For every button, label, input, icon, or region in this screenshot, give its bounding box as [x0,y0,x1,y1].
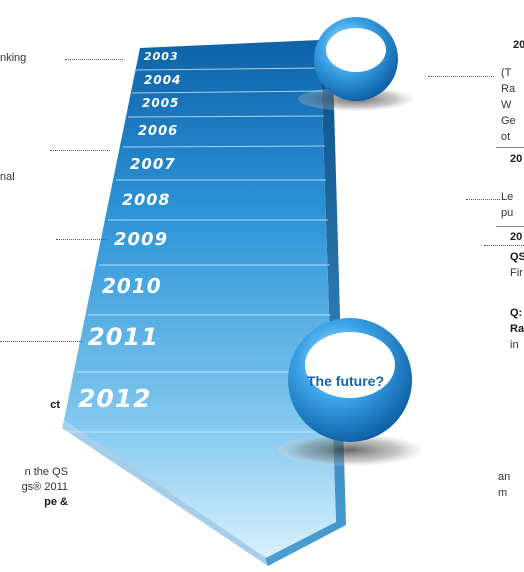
right-line-2b: pu [501,207,514,219]
left-leader-1 [65,59,123,60]
right-line-1b: Ra [501,83,516,95]
left-leader-4 [0,341,82,342]
year-2011: 2011 [88,323,159,351]
right-divider-1 [496,147,524,148]
right-leader-1 [428,76,494,77]
left-leader-3 [56,239,106,240]
year-2005: 2005 [142,96,180,110]
right-tail-1: an [498,471,511,483]
left-note-2: nal [0,171,15,183]
right-line-1c: W [501,99,512,111]
right-line-3c: Q: [510,307,523,319]
left-note-1: nking [0,52,27,64]
right-line-3e: in [510,339,519,351]
right-line-3b: Fir [510,267,523,279]
left-leader-2 [50,150,110,151]
right-head-2: 20 [510,153,523,165]
year-2004: 2004 [144,73,182,87]
right-head-3: 20 [510,231,523,243]
right-line-1a: (T [501,67,512,79]
right-line-2a: Le [501,191,514,203]
year-2003: 2003 [144,50,179,63]
arrow-side-edge [264,36,346,566]
arrow-body [64,40,336,558]
year-2012: 2012 [78,384,152,413]
year-2010: 2010 [102,274,162,298]
left-note-3: ct [50,399,60,411]
year-2006: 2006 [138,124,179,139]
right-line-1d: Ge [501,115,516,127]
right-line-3a: QS [510,251,524,263]
right-leader-2 [466,199,500,200]
year-2007: 2007 [130,155,176,173]
right-head-1: 20 [513,39,524,51]
sphere-future-label: The future? [307,373,384,389]
right-divider-2 [496,226,524,227]
sphere-bottom-shadow [278,434,422,466]
left-note-5: gs® 2011 [21,481,68,493]
right-leader-3 [484,245,524,246]
right-line-1e: ot [501,131,511,143]
left-note-4: n the QS [24,466,68,478]
left-note-6: pe & [44,496,68,508]
arrow-bottom-shade [62,420,268,566]
year-2009: 2009 [114,229,169,250]
year-2008: 2008 [122,190,171,209]
right-line-3d: Ra [510,323,524,335]
right-tail-2: m [498,487,508,499]
